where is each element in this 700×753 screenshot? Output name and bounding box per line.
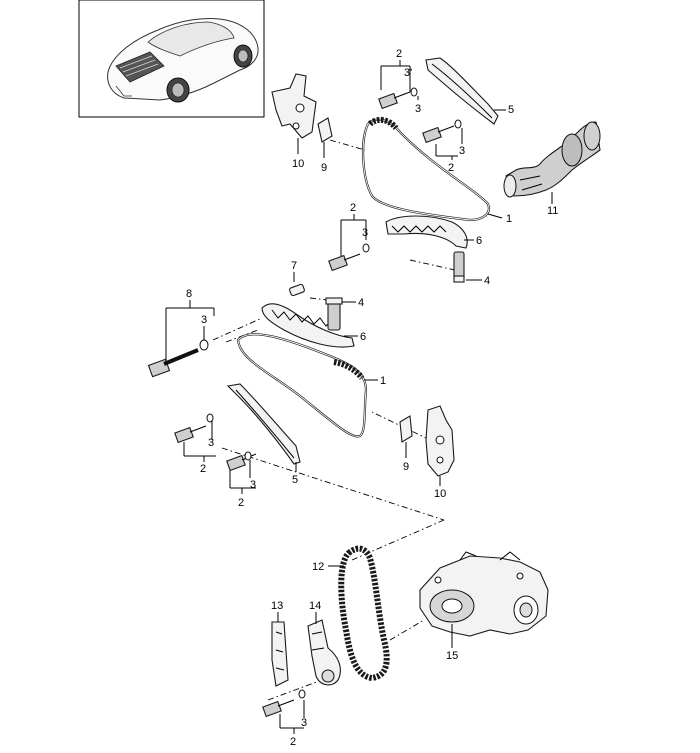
guide-rail-upper [425,57,499,125]
oil-pump-chain [338,545,390,682]
bolt-mid [328,243,370,272]
callout-12: 12 [312,561,324,573]
callout-8: 8 [186,288,192,300]
callout-4: 4 [358,297,364,309]
callout-11: 11 [547,205,558,217]
callout-10: 10 [434,488,446,500]
callout-5: 5 [292,474,298,486]
callout-14: 14 [309,600,321,612]
callout-3: 3 [459,145,465,157]
guide-rail-lower [226,383,301,465]
callout-3: 3 [208,437,214,449]
gasket-lower [399,415,413,443]
lower-timing-chain [236,333,368,438]
callout-3: 3 [250,479,256,491]
callout-labels: 2 3' 3 5 3 2 10 9 1 11 2 3 6 4 7 4 8 3 6… [186,48,558,748]
callout-3: 3 [201,314,207,326]
callout-6: 6 [476,235,482,247]
tensioner-rail-upper [385,215,468,249]
pin-7 [289,283,305,297]
bolt-lower-2 [226,451,257,472]
tensioner-rail-lower [261,303,355,348]
callout-3: 3 [301,717,307,729]
chain-tensioner-14 [307,619,341,686]
bolt-long-8 [147,339,209,378]
callout-2: 2 [448,162,454,174]
callout-15: 15 [446,650,458,662]
callout-2: 2 [290,736,296,748]
chain-rail-13 [271,621,289,687]
vehicle-thumbnail [78,0,265,118]
callout-13: 13 [271,600,283,612]
bolt-bottom [262,689,306,718]
callout-7: 7 [291,260,297,272]
tensioner-plunger-lower [325,297,343,331]
bracket-lower [425,405,455,477]
callout-2: 2 [200,463,206,475]
bracket-upper [271,73,317,139]
callout-9: 9 [403,461,409,473]
callout-1: 1 [506,213,512,225]
callout-3: 3' [404,67,412,79]
bolt-upper-1 [378,87,418,110]
tensioner-plunger-upper [453,251,465,283]
camshaft [503,121,601,198]
car-icon [107,17,259,103]
callout-5: 5 [508,104,514,116]
upper-timing-chain [361,116,490,222]
callout-4: 4 [484,275,490,287]
callout-9: 9 [321,162,327,174]
callout-3: 3 [362,227,368,239]
callout-3: 3 [415,103,421,115]
callout-10: 10 [292,158,304,170]
callout-2: 2 [396,48,402,60]
callout-1: 1 [380,375,386,387]
callout-2: 2 [350,202,356,214]
gasket-upper [317,117,333,143]
callout-6: 6 [360,331,366,343]
callout-2: 2 [238,497,244,509]
leader-lines [165,60,553,734]
bolt-upper-2 [422,119,462,144]
oil-pump [419,551,549,637]
